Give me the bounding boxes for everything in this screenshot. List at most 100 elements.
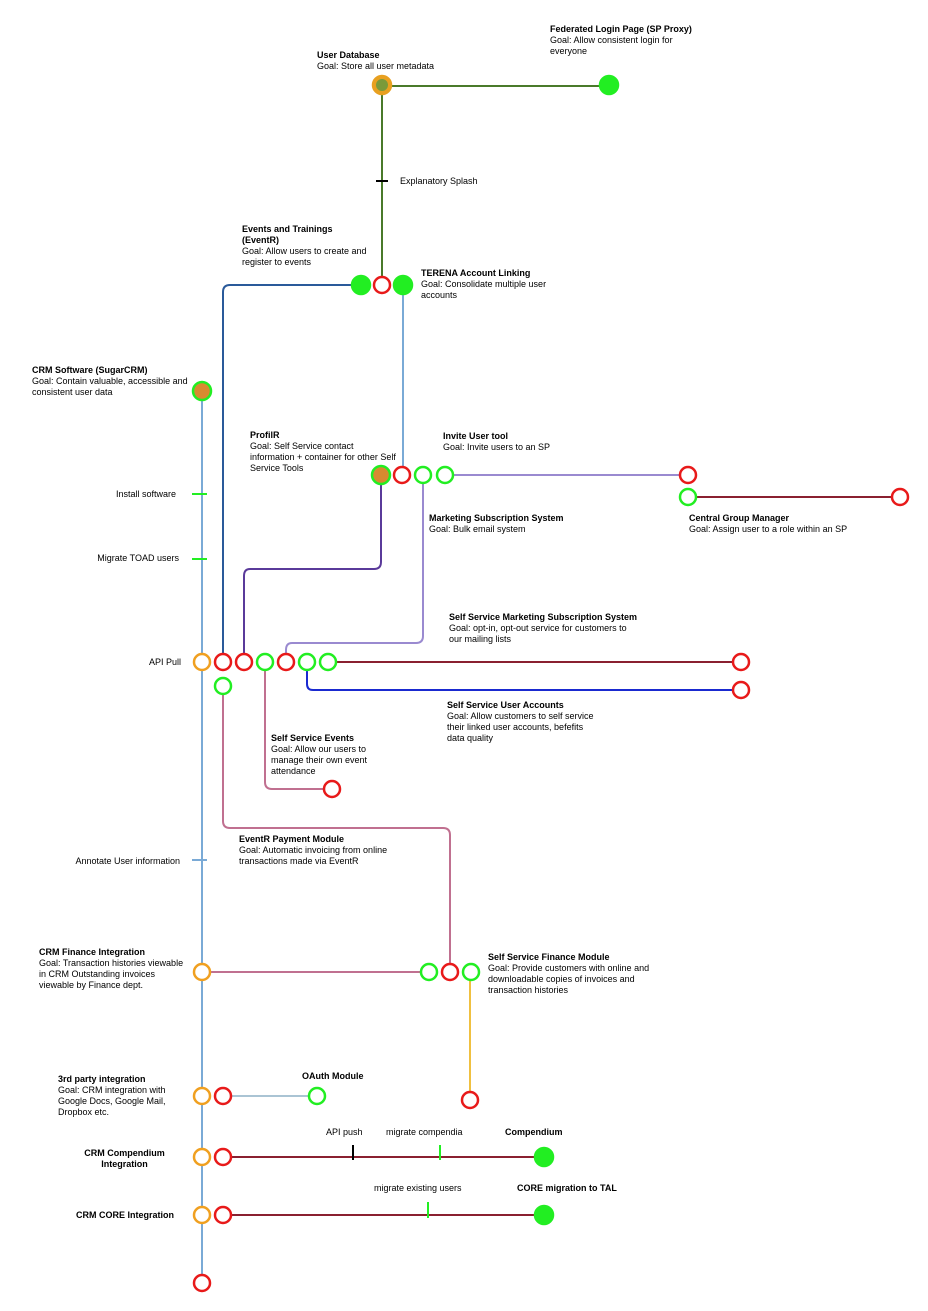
label-title: CRM Finance Integration [39,947,146,957]
node-ss-finance-end [460,1090,480,1110]
node-api-pull-3 [255,652,275,672]
label-goal: Goal: Transaction histories viewable in … [39,958,184,990]
line-ss-accounts [306,662,741,691]
line-ss-events [264,662,332,790]
node-eventr-todo [372,275,392,295]
label-terena: TERENA Account Linking Goal: Consolidate… [421,268,571,301]
node-crm-finance [192,962,212,982]
label-goal: Goal: opt-in, opt-out service for custom… [449,623,627,644]
label-goal: Goal: Invite users to an SP [443,442,551,452]
label-oauth: OAuth Module [302,1071,402,1082]
label-profilr: ProfilR Goal: Self Service contact infor… [250,430,400,474]
label-ss-events: Self Service Events Goal: Allow our user… [271,733,391,777]
node-finance-1 [419,962,439,982]
node-crm-compendium [192,1147,212,1167]
label-title: Self Service Finance Module [488,952,610,962]
label-core-tal: CORE migration to TAL [517,1183,657,1194]
label-ss-marketing: Self Service Marketing Subscription Syst… [449,612,641,645]
label-goal: Goal: Allow users to create and register… [242,246,367,267]
node-ss-accounts-end [731,680,751,700]
node-cgm-start [678,487,698,507]
line-eventr-payment [222,686,451,972]
node-invite-end [678,465,698,485]
label-title: User Database [317,50,380,60]
label-title: Central Group Manager [689,513,790,523]
node-api-pull-1 [213,652,233,672]
node-crm-core [192,1205,212,1225]
node-ss-marketing-end [731,652,751,672]
label-title: CRM Software (SugarCRM) [32,365,148,375]
label-goal: Goal: Bulk email system [429,524,526,534]
label-title: CRM CORE Integration [76,1210,174,1220]
annotation-install-software: Install software [115,489,176,499]
label-crm-finance: CRM Finance Integration Goal: Transactio… [39,947,189,991]
node-api-pull [192,652,212,672]
label-goal: Goal: Allow consistent login for everyon… [550,35,673,56]
label-crm: CRM Software (SugarCRM) Goal: Contain va… [32,365,192,398]
label-title: Marketing Subscription System [429,513,564,523]
node-crm [191,380,213,402]
node-api-pull-4 [276,652,296,672]
node-crm-compendium-todo [213,1147,233,1167]
node-cgm-end [890,487,910,507]
node-finance-3 [461,962,481,982]
label-title: Compendium [505,1127,563,1137]
annotation-explanatory-splash: Explanatory Splash [400,176,478,186]
label-title: Self Service Marketing Subscription Syst… [449,612,638,622]
label-invite: Invite User tool Goal: Invite users to a… [443,431,593,453]
label-ss-accounts: Self Service User Accounts Goal: Allow c… [447,700,597,744]
line-marketing-down [285,475,424,662]
label-title: 3rd party integration [58,1074,146,1084]
node-user-db-inner [376,79,388,91]
node-oauth [307,1086,327,1106]
label-third-party: 3rd party integration Goal: CRM integrat… [58,1074,193,1118]
node-third-party-todo [213,1086,233,1106]
label-marketing: Marketing Subscription System Goal: Bulk… [429,513,599,535]
annotation-annotate-user: Annotate User information [75,856,180,866]
node-core-tal [533,1204,555,1226]
label-title: CORE migration to TAL [517,1183,617,1193]
label-eventr: Events and Trainings (EventR) Goal: Allo… [242,224,370,268]
label-title: OAuth Module [302,1071,364,1081]
node-api-pull-2 [234,652,254,672]
label-title: TERENA Account Linking [421,268,531,278]
label-title: Self Service Events [271,733,355,743]
label-cgm: Central Group Manager Goal: Assign user … [689,513,889,535]
line-profilr-down [243,475,382,662]
label-title: Events and Trainings (EventR) [242,224,333,245]
label-goal: Goal: Consolidate multiple user accounts [421,279,547,300]
annotation-migrate-existing: migrate existing users [374,1183,462,1193]
label-eventr-payment: EventR Payment Module Goal: Automatic in… [239,834,414,867]
label-title: EventR Payment Module [239,834,345,844]
node-crm-end [192,1273,212,1293]
label-goal: Goal: CRM integration with Google Docs, … [58,1085,166,1117]
label-title: Invite User tool [443,431,509,441]
label-title: ProfilR [250,430,280,440]
label-goal: Goal: Assign user to a role within an SP [689,524,848,534]
node-api-pull-5 [297,652,317,672]
node-third-party [192,1086,212,1106]
label-goal: Goal: Self Service contact information +… [250,441,396,473]
node-finance-2 [440,962,460,982]
node-crm-core-todo [213,1205,233,1225]
node-invite [435,465,455,485]
node-federated [598,74,620,96]
label-goal: Goal: Provide customers with online and … [488,963,650,995]
node-eventr-payment-start [213,676,233,696]
label-goal: Goal: Allow our users to manage their ow… [271,744,368,776]
label-federated: Federated Login Page (SP Proxy) Goal: Al… [550,24,700,57]
node-profilr [370,464,392,486]
label-goal: Goal: Store all user metadata [317,61,435,71]
line-eventr-down [222,284,361,662]
label-compendium: Compendium [505,1127,605,1138]
node-marketing [413,465,433,485]
label-user-db: User Database Goal: Store all user metad… [317,50,467,72]
node-compendium [533,1146,555,1168]
annotation-migrate-toad: Migrate TOAD users [97,553,179,563]
annotation-migrate-compendia: migrate compendia [386,1127,463,1137]
label-goal: Goal: Allow customers to self service th… [447,711,594,743]
node-api-pull-6 [318,652,338,672]
annotation-api-push: API push [326,1127,363,1137]
node-terena [392,274,414,296]
